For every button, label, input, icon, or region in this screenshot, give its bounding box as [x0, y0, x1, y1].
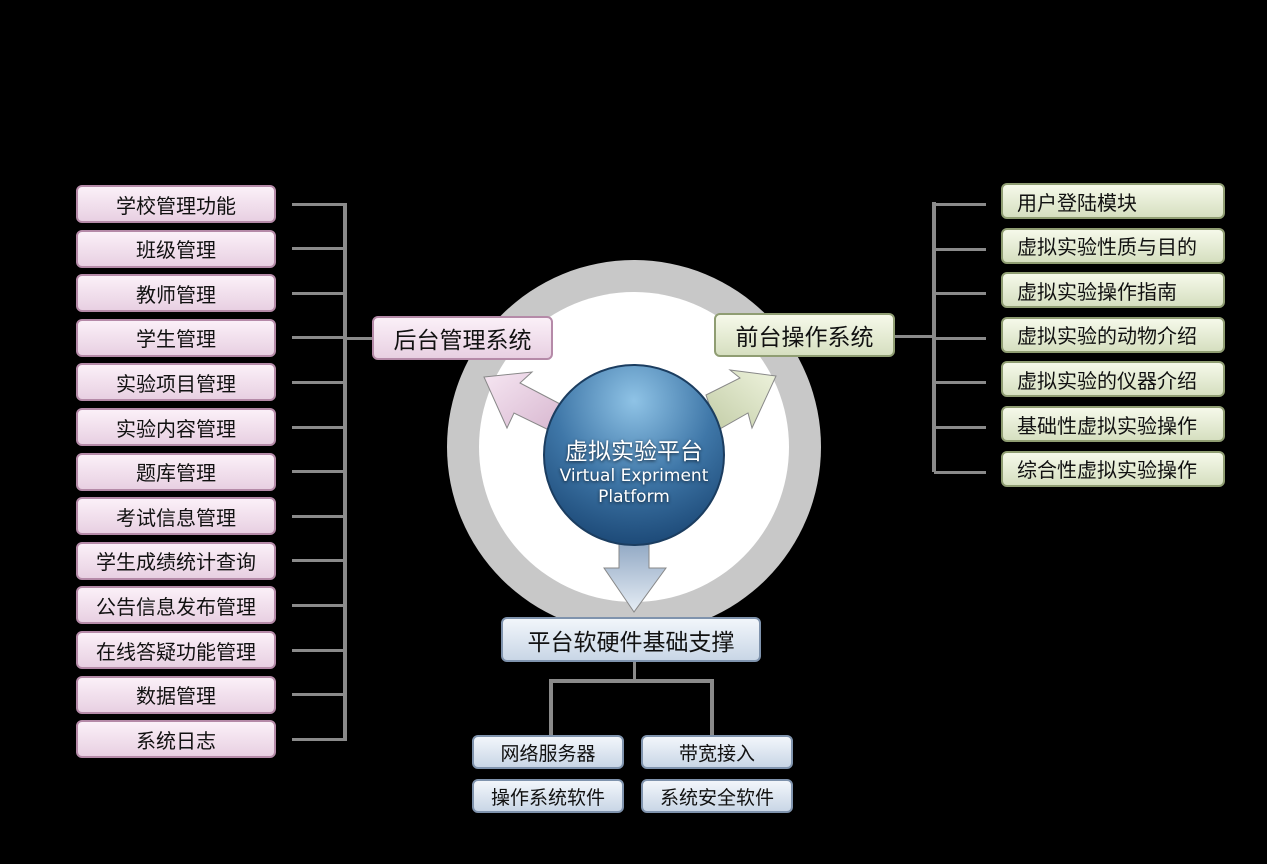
backend-item[interactable]: 数据管理	[76, 675, 276, 714]
backend-branch	[292, 470, 345, 474]
infrastructure-item[interactable]: 系统安全软件	[641, 779, 793, 813]
platform-title-en-1: Virtual Expriment	[559, 466, 709, 486]
backend-hub-label: 后台管理系统	[393, 328, 532, 354]
arrow-to-frontend	[705, 369, 777, 431]
backend-item-label: 实验内容管理	[116, 416, 236, 441]
backend-item-label: 班级管理	[136, 238, 216, 263]
frontend-item-label: 虚拟实验性质与目的	[1017, 235, 1197, 260]
backend-branch	[292, 336, 345, 340]
infrastructure-item-label: 操作系统软件	[490, 786, 605, 809]
backend-item[interactable]: 教师管理	[76, 274, 276, 313]
infra-left-drop	[549, 679, 553, 735]
backend-item-label: 教师管理	[136, 282, 216, 307]
backend-item[interactable]: 题库管理	[76, 452, 276, 491]
frontend-branch	[934, 381, 986, 385]
frontend-branch	[934, 336, 986, 340]
frontend-item[interactable]: 虚拟实验性质与目的	[1001, 227, 1225, 264]
frontend-branch	[934, 470, 986, 474]
frontend-item-label: 基础性虚拟实验操作	[1017, 413, 1197, 438]
backend-hub[interactable]: 后台管理系统	[372, 316, 553, 360]
backend-trunk	[343, 203, 347, 741]
frontend-hub-connector	[895, 335, 934, 338]
backend-item-label: 学生成绩统计查询	[96, 550, 256, 575]
backend-item-label: 数据管理	[136, 684, 216, 709]
backend-item[interactable]: 学生管理	[76, 318, 276, 357]
backend-item-label: 在线答疑功能管理	[96, 639, 256, 664]
backend-branch	[292, 737, 345, 741]
backend-item[interactable]: 实验项目管理	[76, 363, 276, 402]
backend-branch	[292, 425, 345, 429]
frontend-item[interactable]: 虚拟实验的动物介绍	[1001, 316, 1225, 353]
frontend-item-label: 虚拟实验的仪器介绍	[1017, 368, 1197, 393]
frontend-item-label: 虚拟实验操作指南	[1017, 279, 1177, 304]
backend-item-label: 系统日志	[136, 728, 216, 753]
frontend-item-label: 综合性虚拟实验操作	[1017, 458, 1197, 483]
infrastructure-item-label: 网络服务器	[500, 742, 596, 765]
backend-item-label: 学生管理	[136, 327, 216, 352]
infra-stem	[633, 662, 636, 680]
backend-branch	[292, 202, 345, 206]
infra-right-drop	[710, 679, 714, 735]
backend-branch	[292, 559, 345, 563]
infrastructure-hub-label: 平台软硬件基础支撑	[527, 629, 735, 656]
infrastructure-hub[interactable]: 平台软硬件基础支撑	[501, 617, 761, 662]
platform-title: 虚拟实验平台 Virtual Expriment Platform	[544, 432, 724, 508]
backend-item[interactable]: 班级管理	[76, 229, 276, 268]
frontend-item[interactable]: 基础性虚拟实验操作	[1001, 406, 1225, 442]
frontend-branch	[934, 203, 986, 206]
backend-item-label: 考试信息管理	[116, 505, 236, 530]
infrastructure-item-label: 带宽接入	[678, 742, 755, 765]
frontend-branch	[934, 426, 986, 429]
frontend-hub-label: 前台操作系统	[735, 325, 874, 351]
backend-item[interactable]: 学校管理功能	[76, 185, 276, 223]
backend-item-label: 实验项目管理	[116, 371, 236, 396]
backend-branch	[292, 693, 345, 697]
frontend-item-label: 虚拟实验的动物介绍	[1017, 324, 1197, 349]
backend-item-label: 公告信息发布管理	[96, 594, 256, 619]
frontend-item[interactable]: 虚拟实验操作指南	[1001, 272, 1225, 309]
frontend-item[interactable]: 用户登陆模块	[1001, 183, 1225, 219]
infrastructure-item[interactable]: 操作系统软件	[472, 779, 624, 813]
frontend-item-label: 用户登陆模块	[1017, 190, 1137, 215]
backend-branch	[292, 380, 345, 384]
platform-title-zh: 虚拟实验平台	[565, 439, 703, 465]
backend-branch	[292, 514, 345, 518]
backend-branch	[292, 247, 345, 251]
backend-item[interactable]: 考试信息管理	[76, 497, 276, 536]
backend-hub-connector	[345, 337, 373, 340]
platform-title-en-2: Platform	[598, 487, 670, 507]
infrastructure-item-label: 系统安全软件	[659, 786, 774, 809]
infrastructure-item[interactable]: 带宽接入	[641, 735, 793, 769]
backend-item-label: 学校管理功能	[116, 193, 236, 218]
backend-item[interactable]: 实验内容管理	[76, 408, 276, 446]
backend-branch	[292, 648, 345, 652]
infra-bar	[549, 679, 714, 683]
backend-item[interactable]: 系统日志	[76, 720, 276, 759]
frontend-item[interactable]: 综合性虚拟实验操作	[1001, 450, 1225, 487]
backend-item-label: 题库管理	[136, 461, 216, 486]
backend-item[interactable]: 公告信息发布管理	[76, 586, 276, 625]
backend-item[interactable]: 在线答疑功能管理	[76, 631, 276, 669]
frontend-branch	[934, 292, 986, 296]
backend-branch	[292, 603, 345, 607]
platform-ball	[543, 364, 725, 546]
frontend-branch	[934, 247, 986, 251]
backend-item[interactable]: 学生成绩统计查询	[76, 541, 276, 580]
frontend-item[interactable]: 虚拟实验的仪器介绍	[1001, 361, 1225, 398]
infrastructure-item[interactable]: 网络服务器	[472, 735, 624, 769]
frontend-hub[interactable]: 前台操作系统	[714, 313, 895, 357]
backend-branch	[292, 291, 345, 295]
